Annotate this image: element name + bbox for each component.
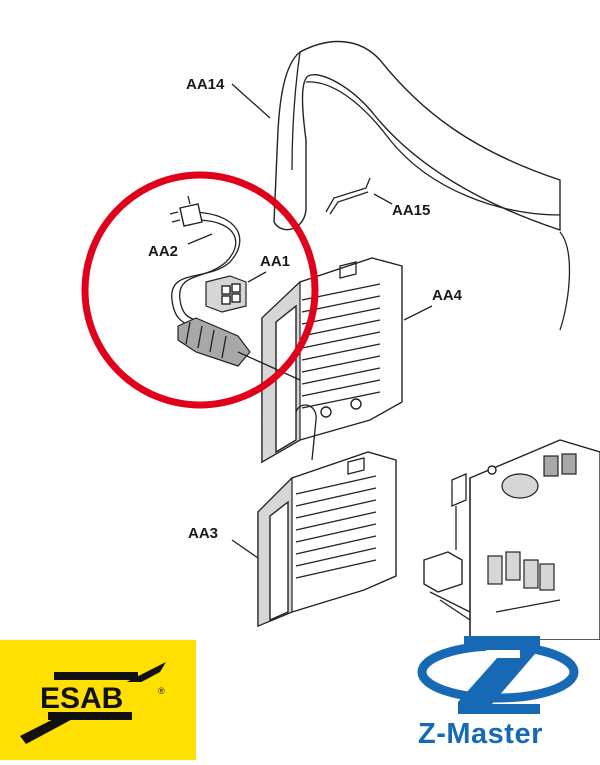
leader-aa2: [187, 233, 213, 245]
label-aa14: AA14: [186, 76, 225, 93]
fan-housing-aa4: [261, 257, 403, 464]
esab-mark: ESAB ®: [20, 662, 166, 744]
circuit-board: [423, 439, 600, 640]
leader-aa15: [373, 193, 393, 205]
leader-aa4: [403, 305, 433, 321]
wire-clip-aa15: [325, 177, 371, 215]
label-aa2: AA2: [148, 243, 178, 260]
leader-aa3: [231, 539, 259, 559]
leader-aa14: [231, 83, 271, 119]
label-aa15: AA15: [392, 202, 430, 219]
label-aa4: AA4: [432, 287, 463, 304]
connector-aa1: [205, 275, 247, 313]
highlight-circle: [81, 171, 319, 409]
label-aa3: AA3: [188, 525, 218, 542]
esab-logo: ESAB ®: [0, 640, 196, 760]
cable-edge: [559, 231, 571, 331]
heatsink-fins-aa3: [295, 475, 377, 579]
heatsink-fins: [301, 283, 381, 409]
mains-cable-aa2: [169, 195, 301, 381]
zmaster-wordmark: Z-Master: [418, 718, 543, 750]
label-aa1: AA1: [260, 253, 290, 270]
fan-housing-aa3: [257, 451, 397, 628]
registered-mark: ®: [158, 686, 165, 696]
leader-aa1: [247, 271, 267, 283]
ribbon-cable-aa14: [273, 40, 561, 231]
zmaster-logo: Z-Master: [400, 620, 600, 760]
parts-diagram: AA14 AA15 AA4: [81, 40, 600, 640]
z-swoosh-icon: [417, 636, 579, 714]
esab-wordmark: ESAB: [40, 682, 123, 715]
